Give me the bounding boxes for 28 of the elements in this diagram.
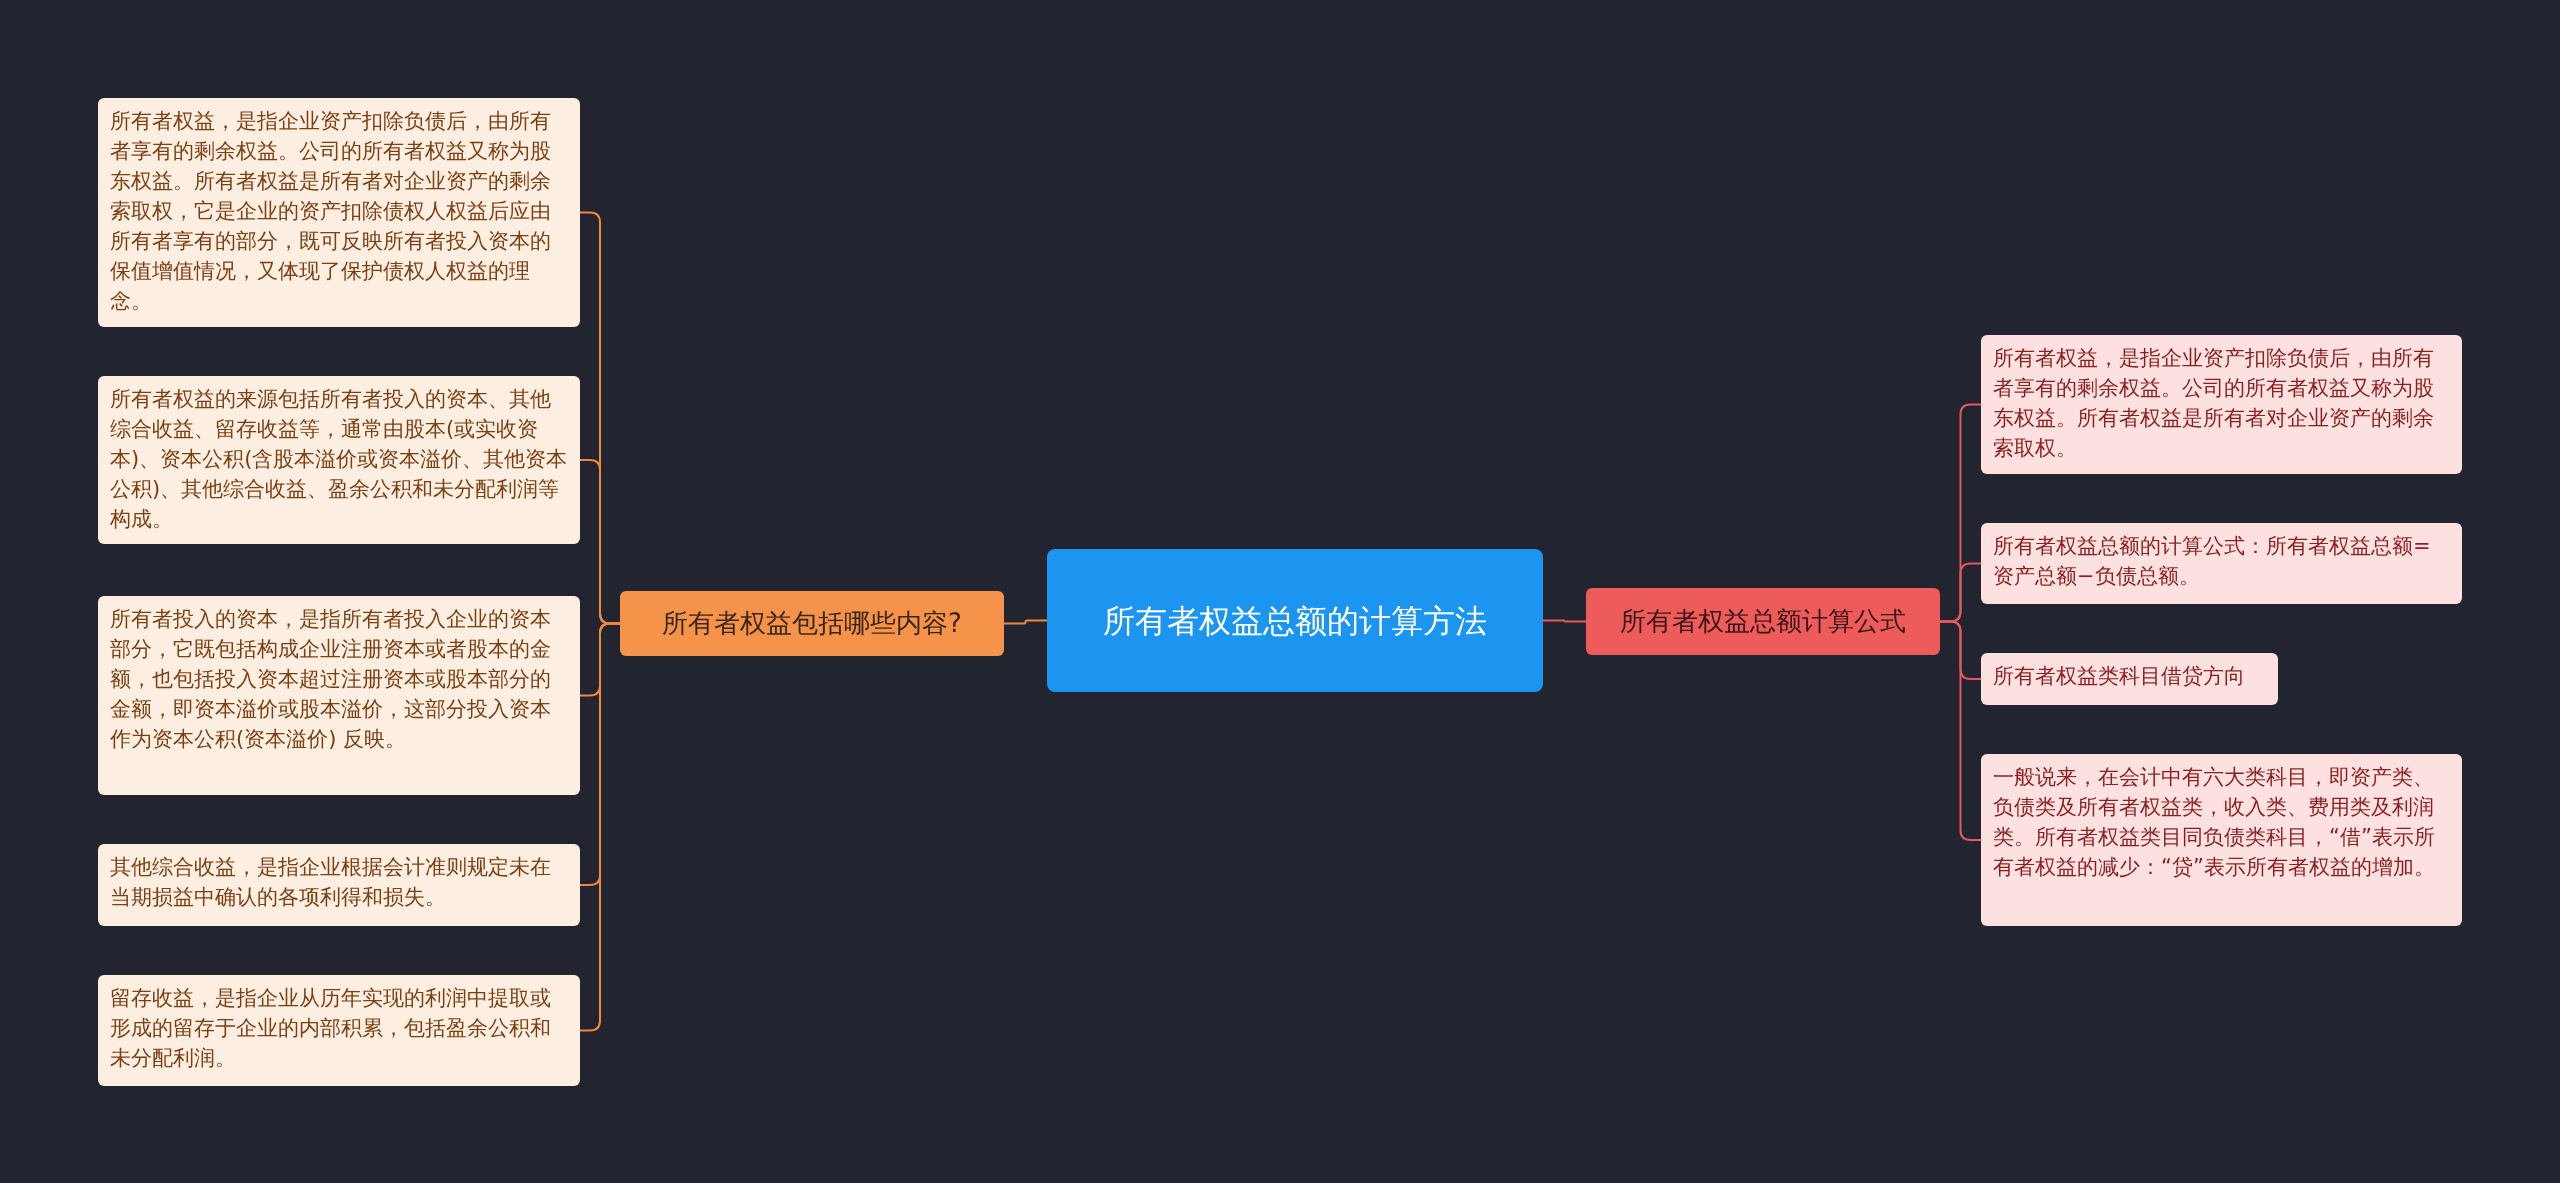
note-card — [1981, 335, 2462, 474]
note-card — [98, 376, 580, 544]
note-card — [98, 844, 580, 926]
node-text: 所有者权益总额的计算方法 — [1103, 600, 1487, 642]
central-topic — [1047, 549, 1543, 692]
node-text: 所有者权益总额计算公式 — [1620, 605, 1906, 638]
connector-line — [1939, 620, 1982, 841]
node-text: 一般说来，在会计中有六大类科目，即资产类、负债类及所有者权益类，收入类、费用类及利润类。所有者权益类目同负债类科目，“借”表示所有者权益的减少：“贷”表示所有者权益的增加。 — [1993, 764, 2436, 881]
node-text: 所有者权益类科目借贷方向 — [1993, 663, 2246, 690]
node-text: 其他综合收益，是指企业根据会计准则规定未在当期损益中确认的各项利得和损失。 — [110, 854, 552, 911]
connector-line — [1542, 619, 1587, 623]
node-text: 所有者权益包括哪些内容? — [662, 607, 962, 640]
note-card — [1981, 653, 2278, 705]
branch-topic — [1586, 588, 1940, 655]
node-text: 所有者权益总额的计算公式：所有者权益总额=资产总额−负债总额。 — [1993, 533, 2432, 590]
node-text: 所有者权益的来源包括所有者投入的资本、其他综合收益、留存收益等，通常由股本(或实收资本)、资本公积(含股本溢价或资本溢价、其他资本公积)、其他综合收益、盈余公积和未分配利润等构成。 — [110, 386, 568, 533]
node-text: 所有者权益，是指企业资产扣除负债后，由所有者享有的剩余权益。公司的所有者权益又称为股东权益。所有者权益是所有者对企业资产的剩余索取权，它是企业的资产扣除债权人权益后应由所有者享有的部分，既可反映所有者投入资本的保值增值情况，又体现了保护债权人权益的理念。 — [110, 108, 552, 315]
node-text: 所有者投入的资本，是指所有者投入企业的资本部分，它既包括构成企业注册资本或者股本的金额，也包括投入资本超过注册资本或股本部分的金额，即资本溢价或股本溢价，这部分投入资本作为资本公积(资本溢价) 反映。 — [110, 606, 552, 753]
connector-line — [1003, 619, 1048, 625]
note-card — [98, 596, 580, 795]
note-card — [1981, 523, 2462, 604]
note-card — [1981, 754, 2462, 926]
connector-line — [579, 622, 621, 1032]
node-text: 留存收益，是指企业从历年实现的利润中提取或形成的留存于企业的内部积累，包括盈余公积和未分配利润。 — [110, 985, 552, 1072]
branch-topic — [620, 591, 1004, 656]
note-card — [98, 975, 580, 1086]
note-card — [98, 98, 580, 327]
node-text: 所有者权益，是指企业资产扣除负债后，由所有者享有的剩余权益。公司的所有者权益又称为股东权益。所有者权益是所有者对企业资产的剩余索取权。 — [1993, 345, 2435, 462]
